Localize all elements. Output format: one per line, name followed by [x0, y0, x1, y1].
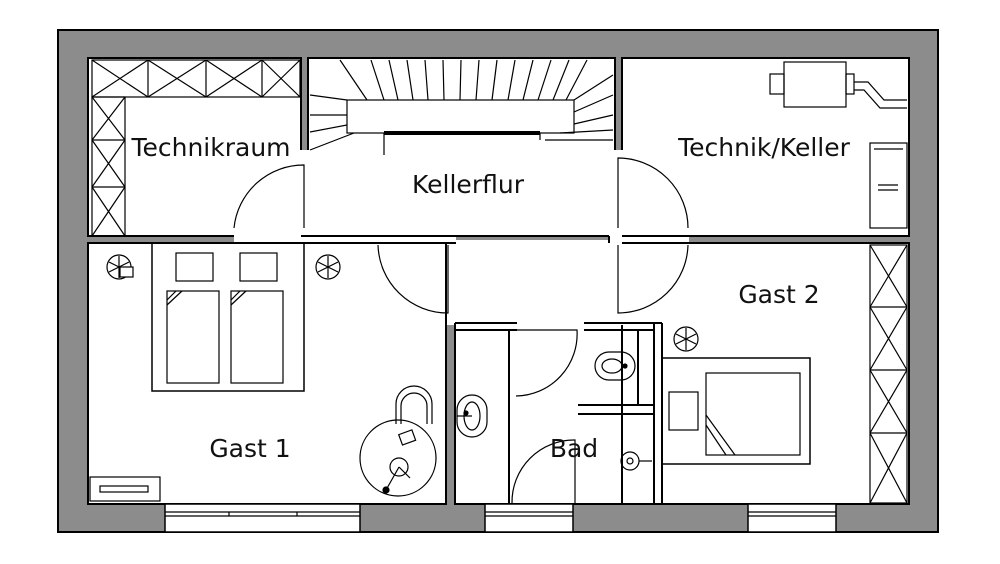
label-gast1: Gast 1 [209, 434, 290, 463]
bed-gast2 [661, 357, 811, 465]
floor-technikraum [87, 57, 302, 237]
interior-walls [88, 235, 909, 504]
label-bad: Bad [550, 434, 598, 463]
floor-technik-keller [621, 57, 910, 237]
room-labels: Technikraum Kellerflur Technik/Keller Ga… [130, 133, 850, 463]
label-technikraum: Technikraum [130, 133, 290, 162]
floor-kellerflur [307, 57, 616, 237]
double-bed-gast1 [151, 242, 305, 392]
technical-equipment [769, 61, 908, 229]
plants [106, 254, 699, 352]
label-technik-keller: Technik/Keller [677, 133, 850, 162]
label-gast2: Gast 2 [738, 280, 819, 309]
storage-cabinets [91, 59, 908, 504]
label-kellerflur: Kellerflur [412, 170, 525, 199]
staircase [309, 59, 614, 155]
door-swings [233, 157, 689, 504]
windows [164, 503, 837, 533]
bench [89, 476, 161, 502]
floor-gast1 [87, 242, 447, 505]
desk-chair [359, 385, 437, 497]
bathroom-fixtures [456, 351, 652, 471]
